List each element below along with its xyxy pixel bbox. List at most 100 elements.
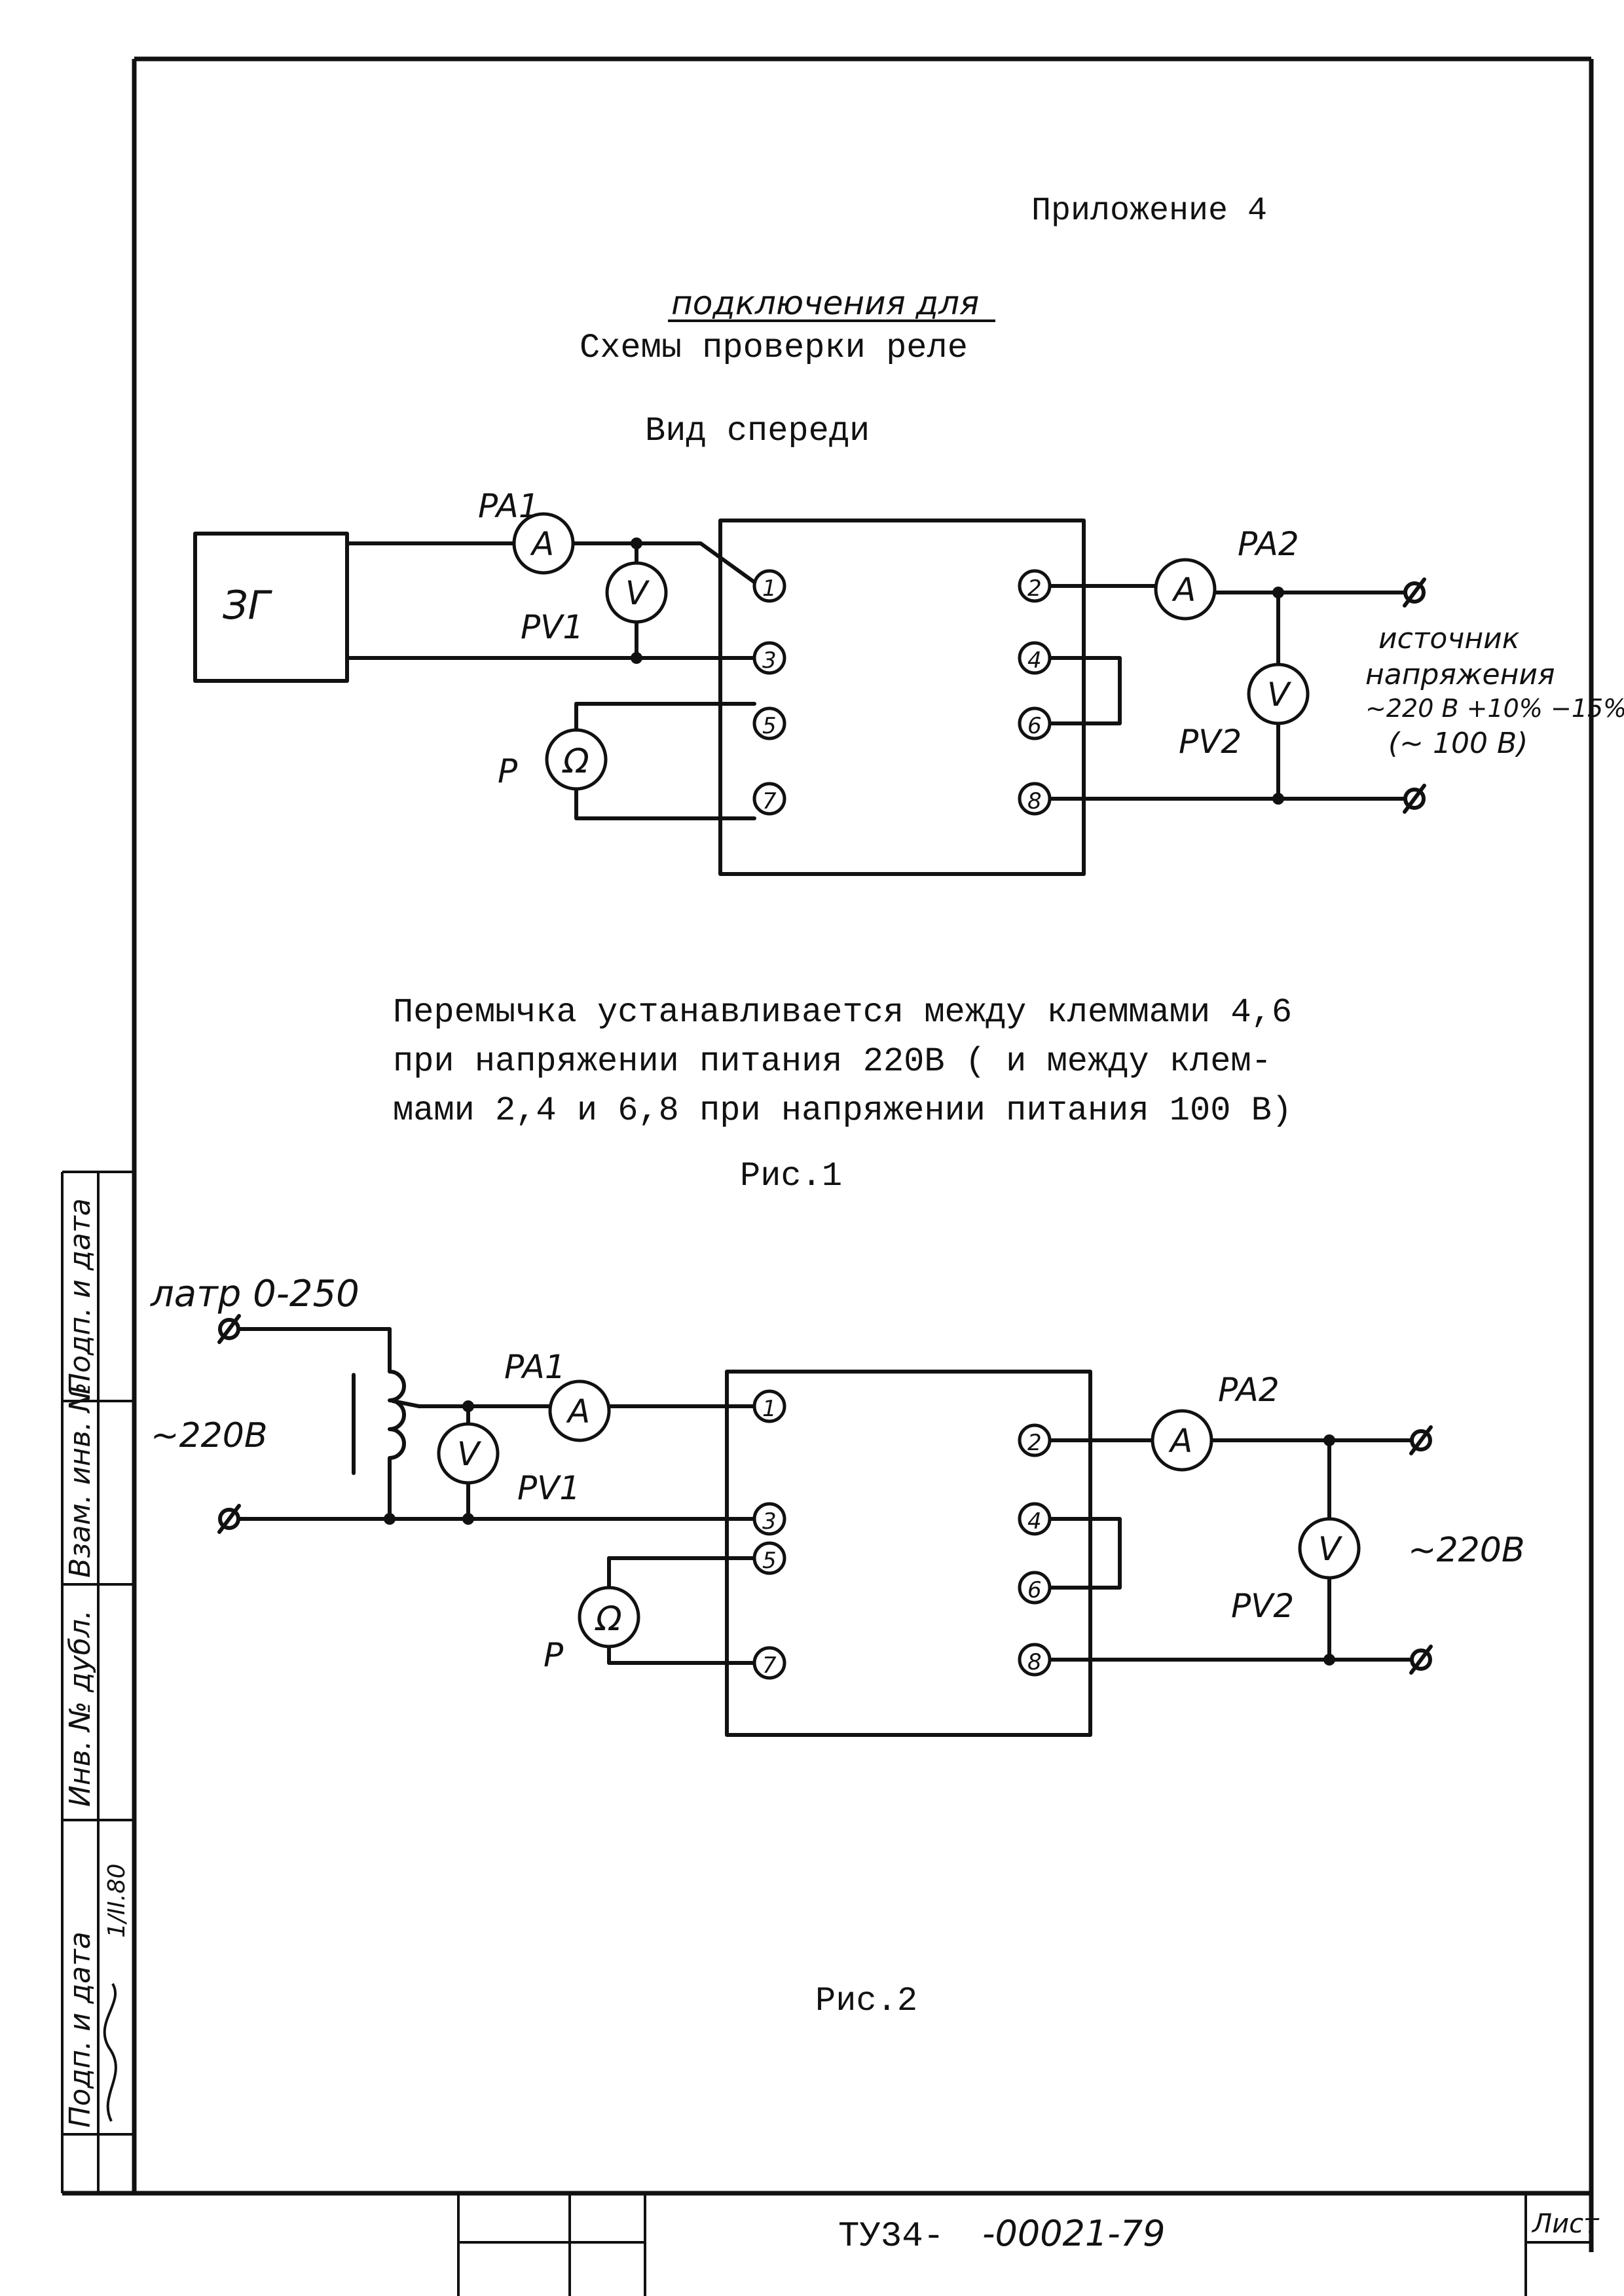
terminal-8: 8 [1018,782,1052,816]
output-terminal-top [1409,1425,1433,1455]
ohmmeter-p-2: Ω [578,1586,640,1649]
document-number-tail: -00021-79 [982,2213,1165,2254]
source-label-3: ~220 В +10% −15% [1365,694,1624,723]
stamp-sign-date-2: Подп. и дата [64,1198,97,1394]
note-line-2: при напряжении питания 220В ( и между кл… [393,1042,1272,1081]
generator-label: ЗГ [223,583,272,629]
side-stamp: Подп. и дата Инв. № дубл. Взам. инв. № П… [61,1171,134,2193]
terminal-7: 7 [752,782,786,816]
terminal-number: 1 [762,1396,777,1422]
meter-symbol: Ω [562,742,589,781]
page-title: Схемы проверки реле [580,329,968,367]
stamp-replace-inv: Взам. инв. № [64,1382,97,1578]
meter-symbol: V [457,1435,482,1473]
junction-dot [1323,1654,1335,1666]
figure-1: ЗГ A PA1 [193,487,1624,876]
jumper-4-6 [1049,656,1122,725]
terminal-number: 4 [1027,1508,1042,1535]
label-pa2-2: PA2 [1218,1371,1280,1409]
terminal-7: 7 [752,1646,786,1680]
stamp-date: 1/II.80 [103,1863,130,1938]
terminal-number: 2 [1027,575,1042,602]
terminal-number: 7 [762,1652,777,1679]
ammeter-pa1: A [512,512,575,575]
note-line-1: Перемычка устанавливается между клеммами… [393,993,1292,1032]
label-pv2: PV2 [1179,723,1242,761]
ammeter-pa2-2: A [1151,1409,1213,1472]
terminal-number: 6 [1027,713,1042,739]
terminal-number: 8 [1027,788,1042,814]
source-label-4: (~ 100 В) [1388,727,1528,760]
view-label: Вид спереди [645,412,870,450]
figure-2-caption: Рис.2 [815,1982,917,2020]
junction-dot [384,1513,396,1525]
terminal-number: 7 [762,788,777,814]
source-label-1: источник [1378,622,1520,655]
meter-symbol: Ω [595,1599,622,1639]
meter-symbol: A [566,1393,590,1430]
jumper-4-6-fig2 [1049,1517,1122,1590]
terminal-number: 3 [762,647,777,674]
wire-fig2 [607,1645,756,1665]
stamp-signature [103,1982,117,2122]
stamp-dupl-inv: Инв. № дубл. [64,1610,97,1807]
figure-1-caption: Рис.1 [740,1157,842,1195]
meter-symbol: V [1267,676,1292,714]
terminal-1: 1 [752,569,786,603]
voltmeter-pv1: V [605,561,668,624]
meter-symbol: V [1318,1530,1343,1568]
label-pv1: PV1 [521,608,583,646]
label-p: P [498,752,518,790]
voltmeter-pv1-2: V [437,1422,500,1485]
meter-symbol: A [1172,571,1196,609]
label-pa1-2: PA1 [504,1348,566,1386]
page-frame [62,56,1594,2252]
label-pv1-2: PV1 [517,1469,580,1507]
terminal-4: 4 [1018,641,1052,675]
terminal-number: 5 [762,1548,777,1574]
terminal-number: 3 [762,1508,777,1535]
supply-left-label: ~220В [151,1416,268,1455]
relay-body-2 [725,1370,1092,1737]
autotransformer [352,1327,421,1521]
junction-dot [462,1400,474,1412]
terminal-number: 8 [1027,1649,1042,1675]
junction-dot [462,1513,474,1525]
stamp-sign-date-1: Подп. и дата [64,1931,97,2128]
terminal-2: 2 [1018,569,1052,603]
meter-symbol: A [1168,1422,1192,1460]
terminal-5: 5 [752,706,786,740]
terminal-8: 8 [1018,1643,1052,1677]
label-p-2: P [544,1636,564,1674]
terminal-3: 3 [752,641,786,675]
document-number: ТУ34- [838,2217,944,2257]
title-insertion: подключения для [671,284,979,322]
junction-dot [1323,1434,1335,1446]
wire-fig1 [571,541,762,588]
terminal-4: 4 [1018,1502,1052,1536]
input-terminal-top [217,1314,241,1344]
meter-symbol: V [625,574,650,612]
title-block: ТУ34- -00021-79 Лист [457,2193,1600,2296]
terminal-number: 5 [762,713,777,739]
source-terminal-bottom [1403,784,1426,814]
terminal-2: 2 [1018,1423,1052,1457]
voltmeter-pv2-2: V [1298,1517,1361,1580]
figure-2: латр 0-250 ~220В [150,1273,1525,1737]
terminal-number: 6 [1027,1577,1042,1603]
ammeter-pa2: A [1154,558,1217,621]
source-terminal-top [1403,577,1426,608]
label-pv2-2: PV2 [1231,1587,1294,1625]
terminal-number: 1 [762,575,777,602]
ohmmeter-p: Ω [545,728,608,791]
junction-dot [1272,793,1284,805]
terminal-3: 3 [752,1502,786,1536]
label-pa1: PA1 [478,487,540,525]
source-label-2: напряжения [1365,658,1555,691]
junction-dot [1272,587,1284,598]
meter-symbol: A [530,525,554,563]
terminal-number: 2 [1027,1430,1042,1456]
ammeter-pa1-2: A [548,1379,611,1442]
junction-dot [631,538,642,549]
